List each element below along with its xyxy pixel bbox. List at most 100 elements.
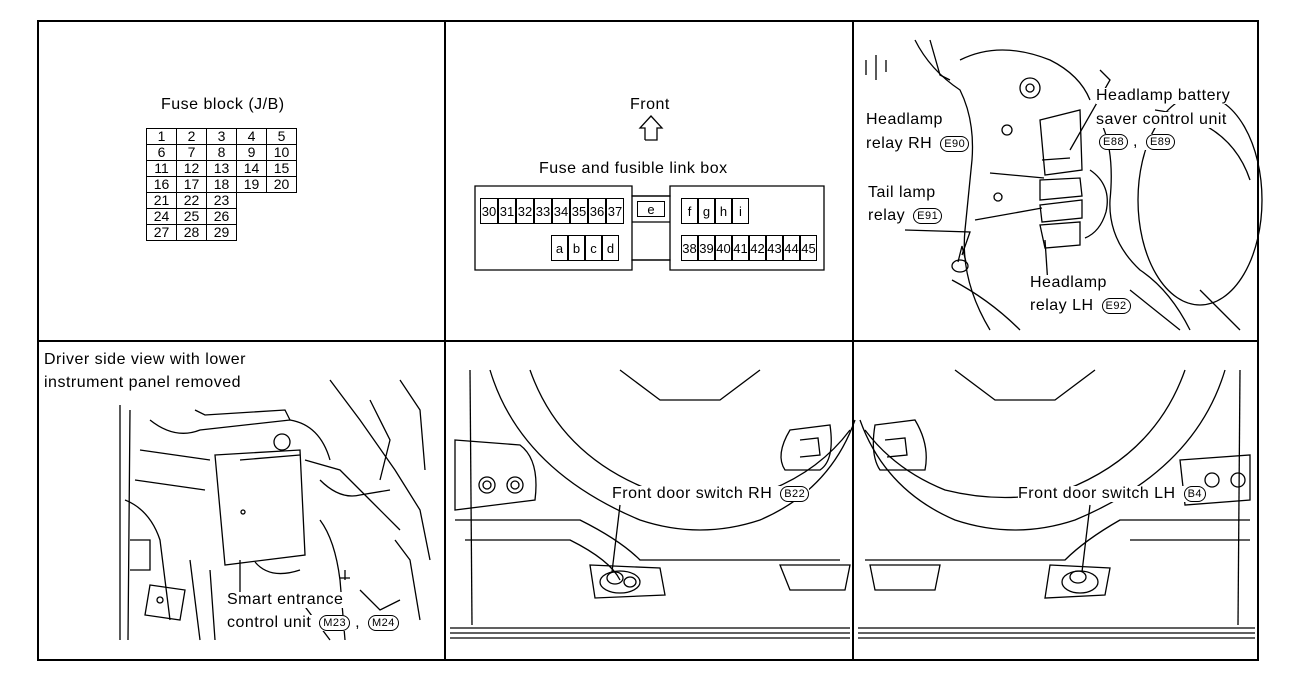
fuse-cell: 19 [236, 176, 267, 193]
fuse-slot: 36 [588, 198, 606, 224]
fuse-cell: 26 [206, 208, 237, 225]
connector-b22-badge: B22 [780, 486, 810, 502]
headlamp-rh-label-text: relay RH [866, 135, 933, 153]
fuse-cell [237, 225, 267, 241]
smart-entrance-label-text: control unit [227, 614, 312, 632]
fuse-slot: 42 [749, 235, 766, 261]
headlamp-rh-label-line2: relay RH E90 [866, 135, 970, 153]
fuse-slot: 41 [732, 235, 749, 261]
fuse-slot: a [551, 235, 568, 261]
fuse-cell: 9 [236, 144, 267, 161]
battery-saver-label-line2: saver control unit [1096, 112, 1227, 128]
fuse-cell: 14 [236, 160, 267, 177]
fuse-cell: 29 [206, 224, 237, 241]
fuse-slot: 38 [681, 235, 698, 261]
connector-e91-badge: E91 [913, 208, 943, 224]
fuse-slot: 45 [800, 235, 817, 261]
fuse-cell: 24 [146, 208, 177, 225]
fuse-cell: 1 [146, 128, 177, 145]
fuse-e: e [637, 201, 665, 217]
fuse-cell: 18 [206, 176, 237, 193]
battery-saver-label-text: saver control unit [1096, 111, 1227, 128]
fuse-slot: b [568, 235, 585, 261]
fuse-cell: 6 [146, 144, 177, 161]
fuse-slot: g [698, 198, 715, 224]
tail-lamp-label-text: relay [868, 207, 906, 225]
headlamp-rh-label-line1: Headlamp [866, 111, 943, 128]
fuse-cell: 25 [176, 208, 207, 225]
fuse-cell: 20 [266, 176, 297, 193]
connector-m24-badge: M24 [367, 615, 399, 631]
fusible-link-box-title: Fuse and fusible link box [539, 160, 728, 177]
fuse-slot: i [732, 198, 749, 224]
fuse-slot: h [715, 198, 732, 224]
fuse-cell: 2 [176, 128, 207, 145]
fuse-slot: f [681, 198, 698, 224]
fuse-slot: 32 [516, 198, 534, 224]
door-switch-lh-text: Front door switch LH [1018, 485, 1176, 503]
door-switch-rh-text: Front door switch RH [612, 485, 773, 503]
fuse-cell [267, 225, 297, 241]
fuse-slot: 34 [552, 198, 570, 224]
fuse-cell: 17 [176, 176, 207, 193]
fuse-cell: 3 [206, 128, 237, 145]
fuse-cell [267, 209, 297, 225]
fuse-slot: 43 [766, 235, 783, 261]
fuse-block-title: Fuse block (J/B) [161, 96, 285, 113]
headlamp-lh-label-line2: relay LH E92 [1030, 297, 1131, 315]
fuse-slot: 30 [480, 198, 498, 224]
fuse-cell: 5 [266, 128, 297, 145]
door-switch-lh-label: Front door switch LH B4 [1018, 485, 1207, 503]
fuse-cell [237, 193, 267, 209]
fuse-cell: 22 [176, 192, 207, 209]
headlamp-lh-label-text: relay LH [1030, 297, 1094, 315]
fuse-cell: 8 [206, 144, 237, 161]
smart-entrance-label-line2: control unit M23 , M24 [227, 614, 399, 632]
fuse-cell: 13 [206, 160, 237, 177]
connector-e90-badge: E90 [940, 136, 970, 152]
fuse-slot: d [602, 235, 619, 261]
fuse-slot: c [585, 235, 602, 261]
fuse-slot: 35 [570, 198, 588, 224]
fuse-slot: 40 [715, 235, 732, 261]
fuse-cell: 27 [146, 224, 177, 241]
door-switch-rh-label: Front door switch RH B22 [612, 485, 810, 503]
connector-m23-badge: M23 [319, 615, 351, 631]
smart-entrance-label-line1: Smart entrance [227, 591, 344, 608]
fuse-cell: 16 [146, 176, 177, 193]
fuse-cell: 4 [236, 128, 267, 145]
connector-e92-badge: E92 [1101, 298, 1131, 314]
fuse-slot: 39 [698, 235, 715, 261]
fuse-cell: 23 [206, 192, 237, 209]
fuse-cell: 15 [266, 160, 297, 177]
driver-side-caption-line1: Driver side view with lower [44, 351, 246, 368]
tail-lamp-label-line2: relay E91 [868, 207, 943, 225]
code-separator: , [1133, 133, 1138, 151]
driver-side-caption-line2: instrument panel removed [44, 374, 241, 391]
fuse-cell: 12 [176, 160, 207, 177]
battery-saver-label-line1: Headlamp battery [1096, 87, 1231, 104]
tail-lamp-label-line1: Tail lamp [868, 184, 936, 201]
fuse-slot: e [637, 201, 665, 217]
fuse-slot: 33 [534, 198, 552, 224]
fuse-cell [267, 193, 297, 209]
fuse-slot: 44 [783, 235, 800, 261]
grid-divider-horizontal [37, 340, 1259, 342]
fuse-cell: 7 [176, 144, 207, 161]
front-label: Front [630, 96, 670, 113]
code-separator-m: , [355, 614, 361, 632]
fuse-cell: 11 [146, 160, 177, 177]
connector-e89-badge: E89 [1145, 134, 1176, 150]
